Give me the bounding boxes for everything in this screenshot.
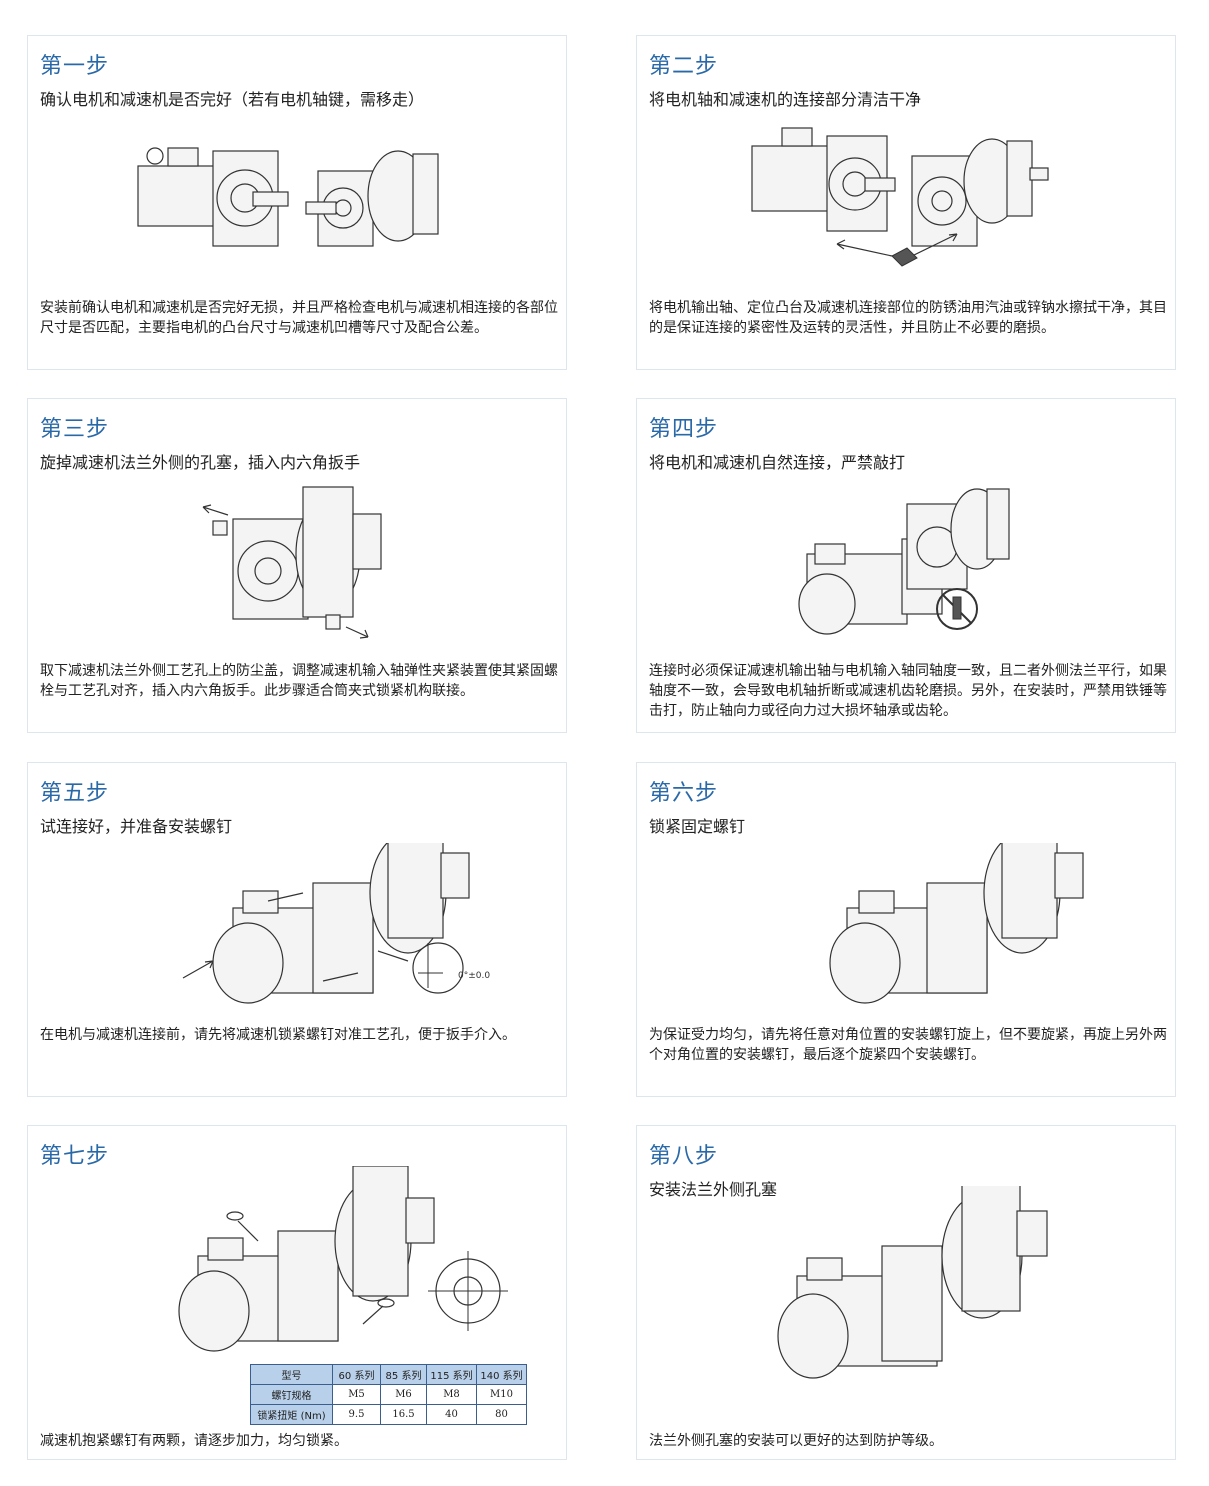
hole-plug-illustration: [637, 1186, 1177, 1396]
table-header-cell: 115 系列: [426, 1364, 477, 1385]
step-card-4: 第四步 将电机和减速机自然连接，严禁敲打 连接时必须保证减速机输出轴与电机输入轴…: [636, 398, 1176, 733]
step-description: 安装前确认电机和减速机是否完好无损，并且严格检查电机与减速机相连接的各部位尺寸是…: [40, 300, 558, 336]
step-description: 法兰外侧孔塞的安装可以更好的达到防护等级。: [649, 1433, 943, 1449]
table-cell: M6: [380, 1384, 427, 1405]
hex-wrench-illustration: [28, 479, 568, 659]
screw-spec-table: 型号 60 系列 85 系列 115 系列 140 系列 螺钉规格 M5 M6 …: [250, 1364, 527, 1425]
step-subtitle: 锁紧固定螺钉: [649, 817, 746, 836]
step-subtitle: 旋掉减速机法兰外侧的孔塞，插入内六角扳手: [40, 453, 361, 472]
step-title: 第二步: [649, 54, 719, 79]
table-header-cell: 140 系列: [476, 1364, 527, 1385]
clamp-screws-illustration: [28, 1166, 568, 1356]
table-row-label: 锁紧扭矩 (Nm): [250, 1404, 333, 1425]
table-header-row: 型号 60 系列 85 系列 115 系列 140 系列: [250, 1364, 527, 1385]
table-cell: M5: [332, 1384, 381, 1405]
table-row: 锁紧扭矩 (Nm) 9.5 16.5 40 80: [250, 1404, 527, 1425]
step-description: 在电机与减速机连接前，请先将减速机锁紧螺钉对准工艺孔，便于扳手介入。: [40, 1027, 516, 1043]
table-cell: 40: [426, 1404, 477, 1425]
step-subtitle: 将电机和减速机自然连接，严禁敲打: [649, 453, 906, 472]
step-description: 将电机输出轴、定位凸台及减速机连接部位的防锈油用汽油或锌钠水擦拭干净，其目的是保…: [649, 300, 1167, 336]
step-card-1: 第一步 确认电机和减速机是否完好（若有电机轴键，需移走） 安装前确认电机和减速机…: [27, 35, 567, 370]
step-card-8: 第八步 安装法兰外侧孔塞 法兰外侧孔塞的安装可以更好的达到防护等级。: [636, 1125, 1176, 1460]
tighten-screws-illustration: [637, 843, 1177, 1023]
motor-reducer-illustration: [28, 116, 568, 296]
step-description: 连接时必须保证减速机输出轴与电机输入轴同轴度一致，且二者外侧法兰平行，如果轴度不…: [649, 663, 1167, 719]
table-cell: M8: [426, 1384, 477, 1405]
step-title: 第八步: [649, 1144, 719, 1169]
step-description: 减速机抱紧螺钉有两颗，请逐步加力，均匀锁紧。: [40, 1433, 348, 1449]
step-title: 第三步: [40, 417, 110, 442]
step-card-6: 第六步 锁紧固定螺钉 为保证受力均匀，请先将任意对角位置的安装螺钉旋上，但不要旋…: [636, 762, 1176, 1097]
cleaning-illustration: [637, 116, 1177, 296]
table-cell: M10: [476, 1384, 527, 1405]
step-title: 第四步: [649, 417, 719, 442]
step-subtitle: 确认电机和减速机是否完好（若有电机轴键，需移走）: [40, 90, 425, 109]
step-subtitle: 试连接好，并准备安装螺钉: [40, 817, 233, 836]
step-card-3: 第三步 旋掉减速机法兰外侧的孔塞，插入内六角扳手 取下减速机法兰外侧工艺孔上的防…: [27, 398, 567, 733]
alignment-annotation: 0°±0.0: [458, 971, 490, 981]
step-title: 第一步: [40, 54, 110, 79]
step-title: 第五步: [40, 781, 110, 806]
step-description: 取下减速机法兰外侧工艺孔上的防尘盖，调整减速机输入轴弹性夹紧装置使其紧固螺栓与工…: [40, 663, 558, 699]
step-subtitle: 将电机轴和减速机的连接部分清洁干净: [649, 90, 922, 109]
table-cell: 9.5: [332, 1404, 381, 1425]
table-cell: 16.5: [380, 1404, 427, 1425]
table-cell: 80: [476, 1404, 527, 1425]
table-row: 螺钉规格 M5 M6 M8 M10: [250, 1384, 527, 1405]
table-row-label: 螺钉规格: [250, 1384, 333, 1405]
connect-no-hammer-illustration: [637, 479, 1177, 659]
trial-connection-illustration: 0°±0.0: [28, 843, 568, 1023]
step-card-5: 第五步 试连接好，并准备安装螺钉 0°±0.0 在电机与减速机连接前，请先将减速…: [27, 762, 567, 1097]
step-title: 第七步: [40, 1144, 110, 1169]
step-title: 第六步: [649, 781, 719, 806]
table-header-cell: 85 系列: [380, 1364, 427, 1385]
step-card-2: 第二步 将电机轴和减速机的连接部分清洁干净 将电机输出轴、定位凸台及减速机连接部…: [636, 35, 1176, 370]
step-subtitle: 安装法兰外侧孔塞: [649, 1180, 778, 1199]
table-header-cell: 60 系列: [332, 1364, 381, 1385]
table-header-cell: 型号: [250, 1364, 333, 1385]
step-description: 为保证受力均匀，请先将任意对角位置的安装螺钉旋上，但不要旋紧，再旋上另外两个对角…: [649, 1027, 1167, 1063]
